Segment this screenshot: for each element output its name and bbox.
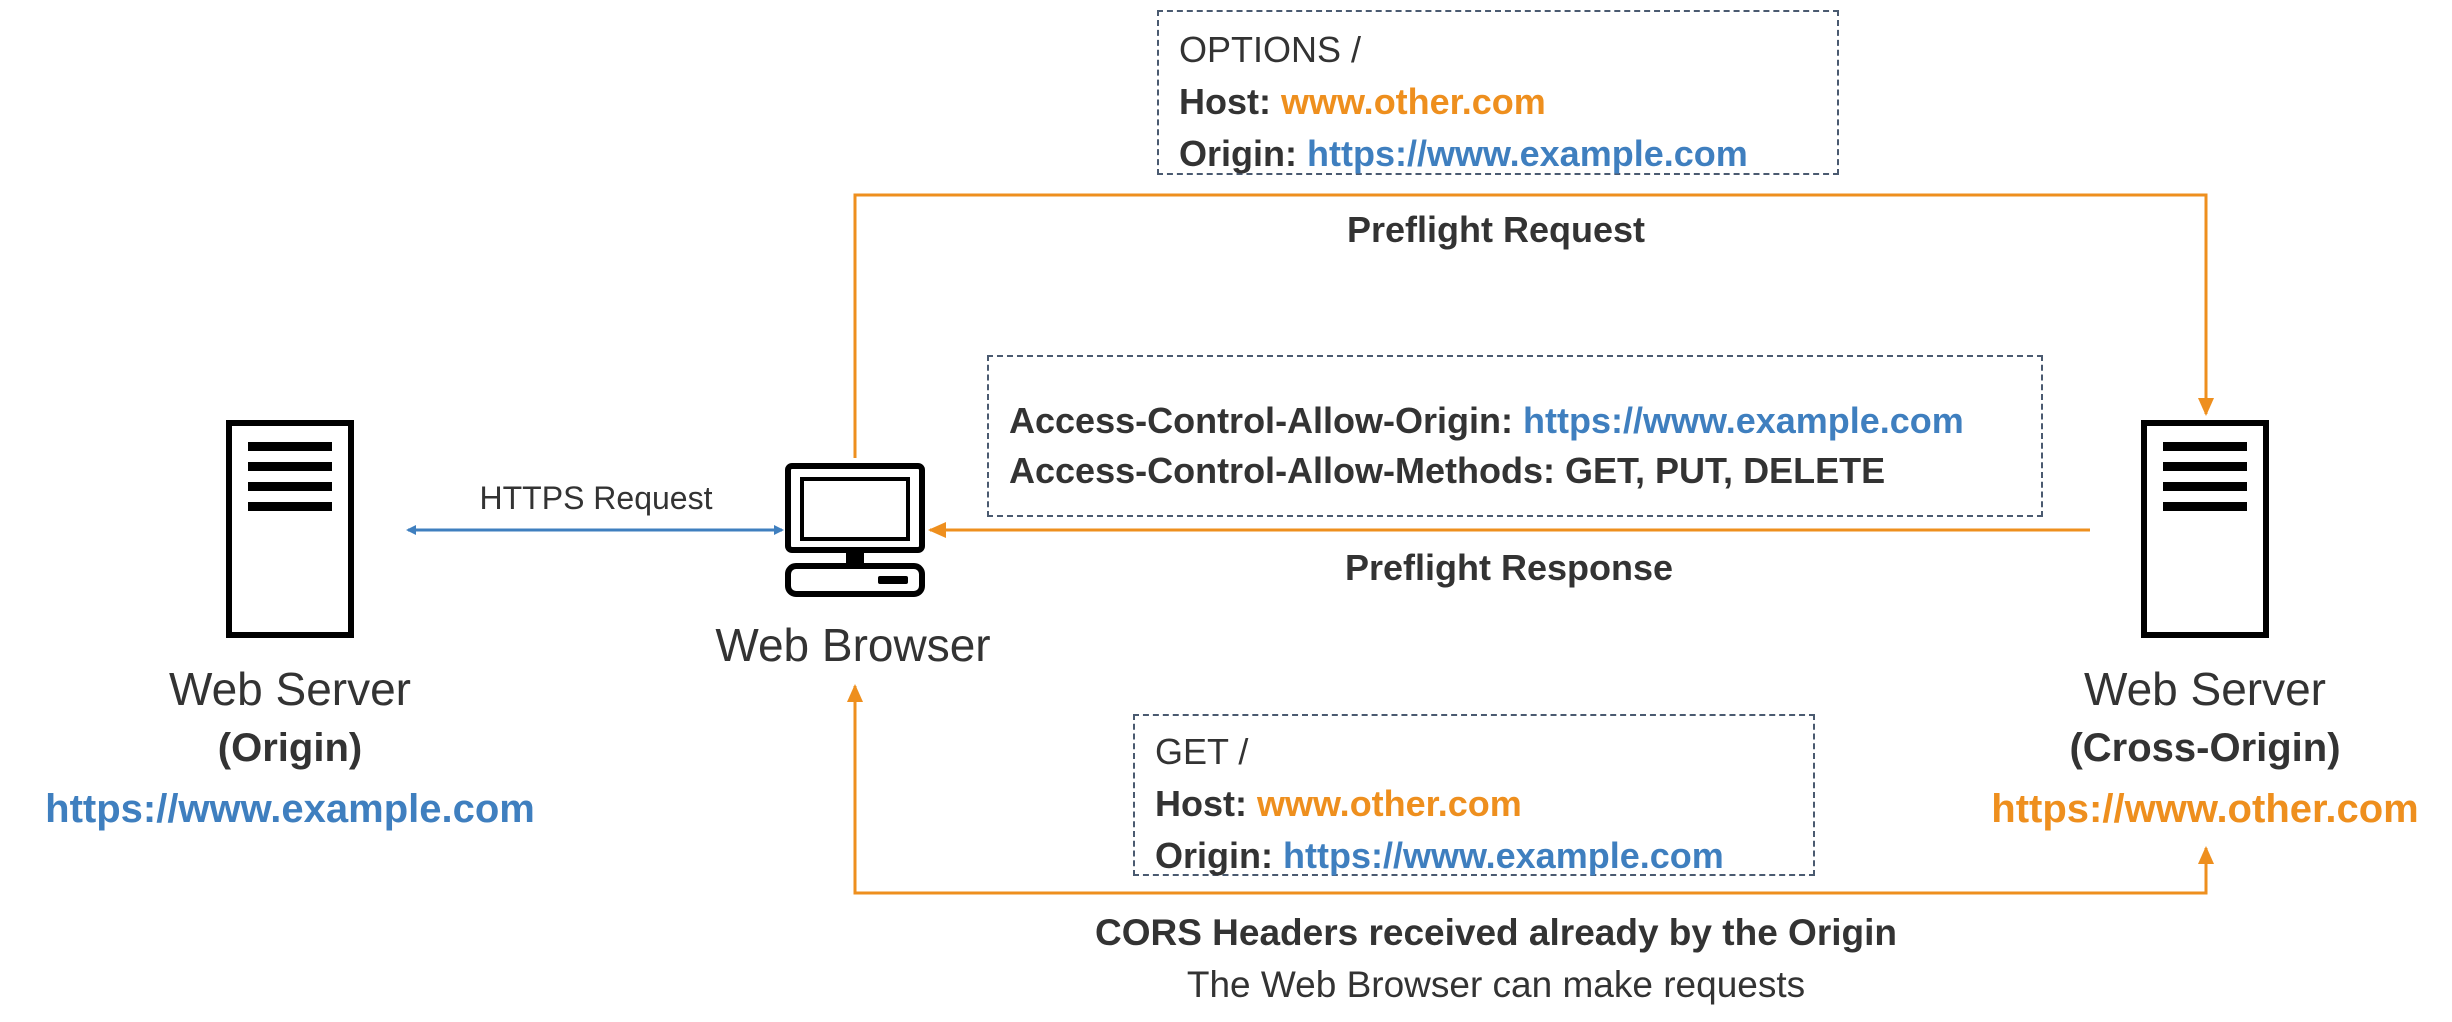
origin-value: https://www.example.com: [1283, 835, 1724, 876]
preflight-request-host-line: Host: www.other.com: [1179, 84, 1546, 120]
allow-methods-line: Access-Control-Allow-Methods: GET, PUT, …: [1009, 453, 1885, 489]
origin-server-title: Web Server: [168, 663, 412, 715]
origin-key: Origin:: [1179, 133, 1297, 174]
host-value: www.other.com: [1281, 81, 1546, 122]
get-request-host-line: Host: www.other.com: [1155, 786, 1522, 822]
server-icon: [2141, 420, 2269, 638]
cross-origin-server-title: Web Server: [2083, 663, 2327, 715]
get-request-origin-line: Origin: https://www.example.com: [1155, 838, 1724, 874]
origin-key: Origin:: [1155, 835, 1273, 876]
preflight-response-label: Preflight Response: [1344, 547, 1674, 588]
preflight-request-headers-box: OPTIONS / Host: www.other.com Origin: ht…: [1157, 10, 1839, 175]
https-request-label: HTTPS Request: [479, 480, 713, 516]
allow-origin-key: Access-Control-Allow-Origin:: [1009, 400, 1514, 441]
preflight-response-headers-box: Access-Control-Allow-Origin: https://www…: [987, 355, 2043, 517]
browser-title: Web Browser: [715, 619, 991, 671]
cors-caption-bold: CORS Headers received already by the Ori…: [1095, 912, 1897, 953]
server-icon: [226, 420, 354, 638]
allow-origin-line: Access-Control-Allow-Origin: https://www…: [1009, 403, 1964, 439]
cors-caption: The Web Browser can make requests: [1186, 964, 1806, 1005]
host-key: Host:: [1155, 783, 1247, 824]
desktop-computer-icon: [785, 463, 925, 597]
preflight-request-arrow: [853, 193, 2214, 458]
get-request-headers-box: GET / Host: www.other.com Origin: https:…: [1133, 714, 1815, 876]
origin-server-url: https://www.example.com: [45, 787, 535, 831]
get-request-method: GET /: [1155, 731, 1249, 772]
get-request-arrow-to-server: [1400, 846, 2214, 895]
preflight-request-origin-line: Origin: https://www.example.com: [1179, 136, 1748, 172]
allow-origin-value: https://www.example.com: [1523, 400, 1964, 441]
origin-server-subtitle: (Origin): [217, 726, 363, 770]
cross-origin-server-url: https://www.other.com: [1991, 787, 2419, 831]
host-key: Host:: [1179, 81, 1271, 122]
preflight-request-label: Preflight Request: [1346, 209, 1646, 250]
get-request-arrow-to-browser: [847, 684, 1400, 895]
cross-origin-server-subtitle: (Cross-Origin): [2069, 726, 2341, 770]
allow-methods-value: GET, PUT, DELETE: [1565, 450, 1886, 491]
preflight-request-method: OPTIONS /: [1179, 29, 1362, 70]
host-value: www.other.com: [1257, 783, 1522, 824]
origin-value: https://www.example.com: [1307, 133, 1748, 174]
allow-methods-key: Access-Control-Allow-Methods:: [1009, 450, 1556, 491]
